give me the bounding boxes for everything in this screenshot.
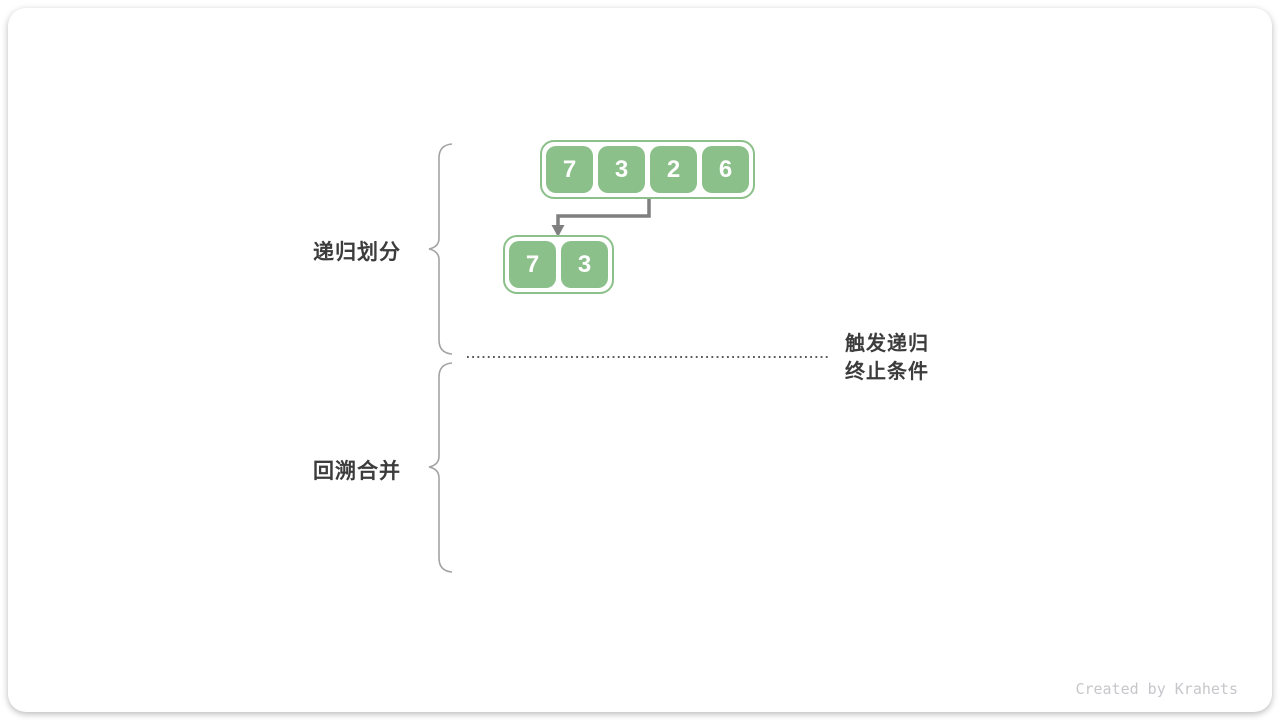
array-level-1: 7 3 2 6 <box>540 140 755 199</box>
array-cell: 2 <box>650 146 697 193</box>
array-level-2: 7 3 <box>503 235 614 294</box>
array-cell: 7 <box>509 241 556 288</box>
figure-card <box>8 8 1272 712</box>
watermark-credit: Created by Krahets <box>1075 680 1238 698</box>
array-cell: 3 <box>598 146 645 193</box>
array-cell: 7 <box>546 146 593 193</box>
merge-section-label: 回溯合并 <box>313 460 401 483</box>
termination-condition-line1: 触发递归 <box>845 333 929 355</box>
array-cell: 3 <box>561 241 608 288</box>
array-cell: 6 <box>702 146 749 193</box>
termination-condition-label: 触发递归 终止条件 <box>845 330 929 386</box>
divide-section-label: 递归划分 <box>313 241 401 264</box>
termination-condition-line2: 终止条件 <box>845 361 929 383</box>
